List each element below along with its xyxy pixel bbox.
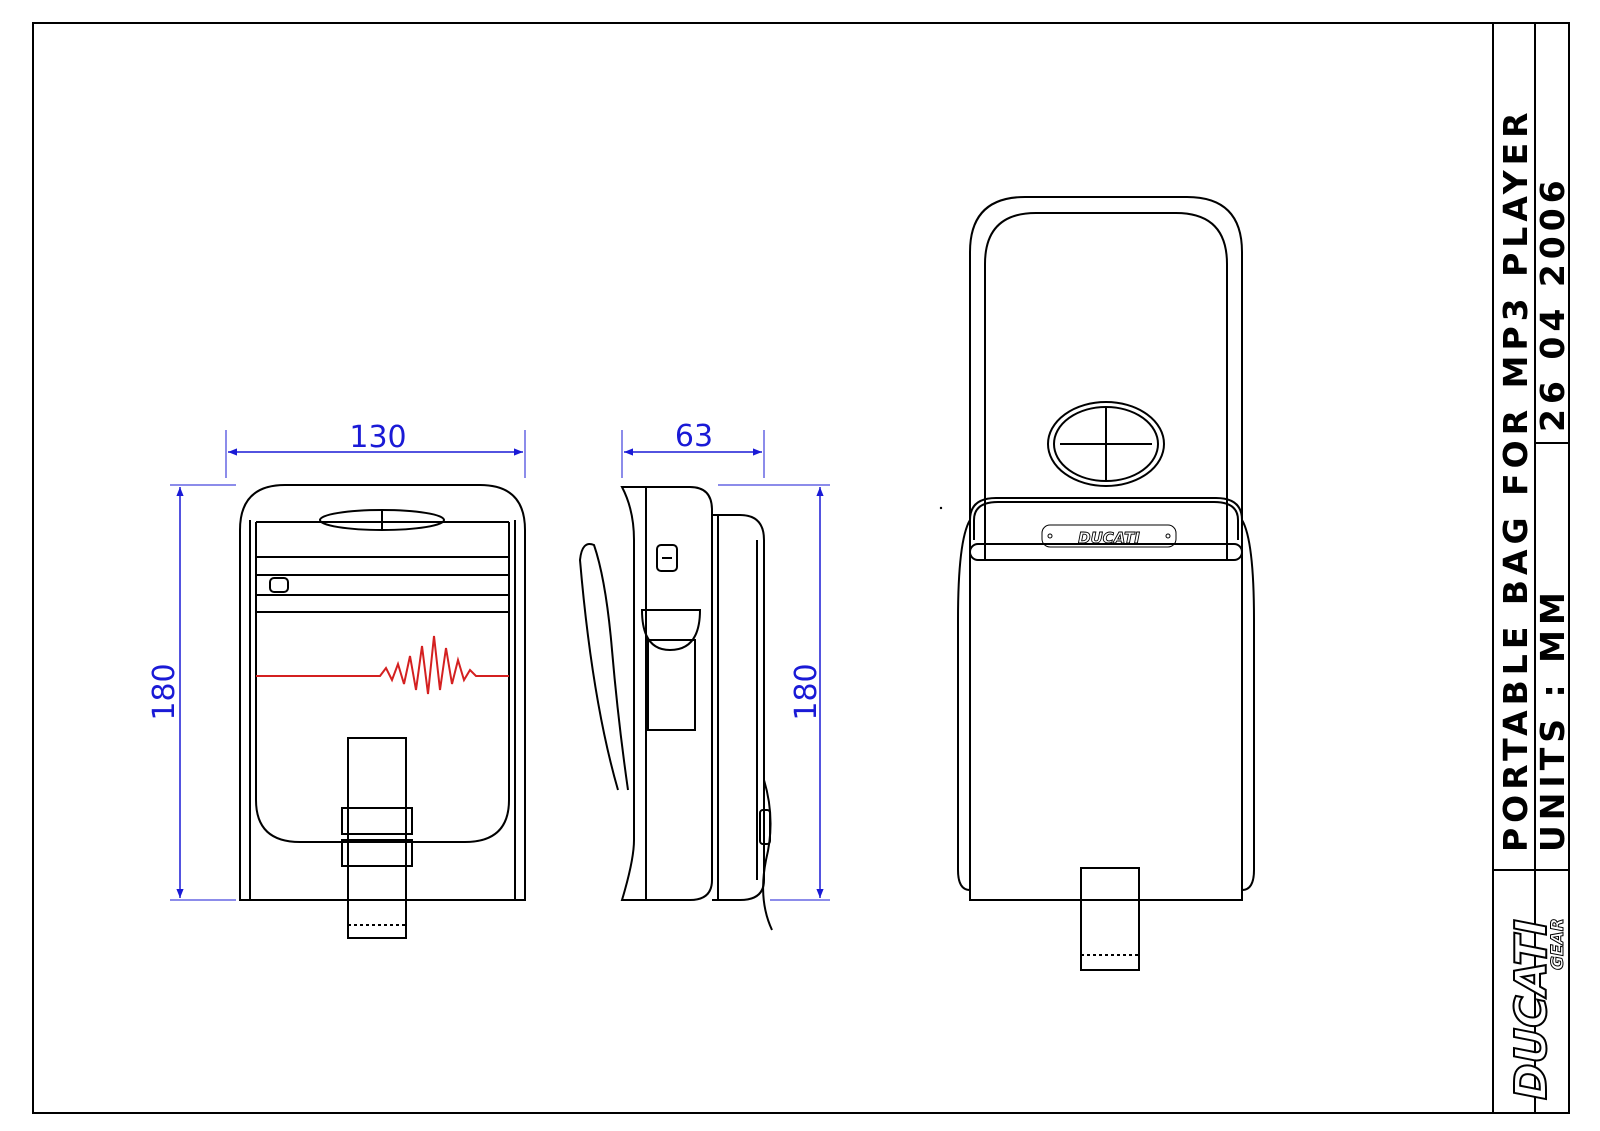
front-height-label: 180 <box>147 663 182 720</box>
front-width-dimension: 130 <box>225 420 526 478</box>
side-height-dimension: 180 <box>718 484 830 901</box>
signal-graphic <box>256 635 509 695</box>
sheet-border <box>32 22 1570 1114</box>
logo-ducati-text: DUCATI <box>1506 919 1557 1100</box>
drawing-title: PORTABLE BAG FOR MP3 PLAYER <box>1496 107 1535 852</box>
side-height-label: 180 <box>789 663 824 720</box>
title-block: PORTABLE BAG FOR MP3 PLAYER 26 04 2006 U… <box>1492 23 1572 1113</box>
side-depth-label: 63 <box>675 419 713 454</box>
stray-dot <box>939 506 943 510</box>
side-view <box>578 486 773 931</box>
back-view <box>957 196 1255 971</box>
front-width-label: 130 <box>349 420 406 455</box>
front-height-dimension: 180 <box>147 484 236 901</box>
drawing-units: UNITS : MM <box>1533 587 1572 852</box>
back-brand-plate-text: DUCATI <box>1078 529 1140 547</box>
logo-gear-text: GEAR <box>1548 918 1568 970</box>
ducati-gear-logo: DUCATI GEAR <box>1505 918 1569 1101</box>
clear-window <box>1047 401 1165 487</box>
drawing-date: 26 04 2006 <box>1533 175 1572 432</box>
side-depth-dimension: 63 <box>621 419 765 478</box>
front-view <box>239 484 526 939</box>
